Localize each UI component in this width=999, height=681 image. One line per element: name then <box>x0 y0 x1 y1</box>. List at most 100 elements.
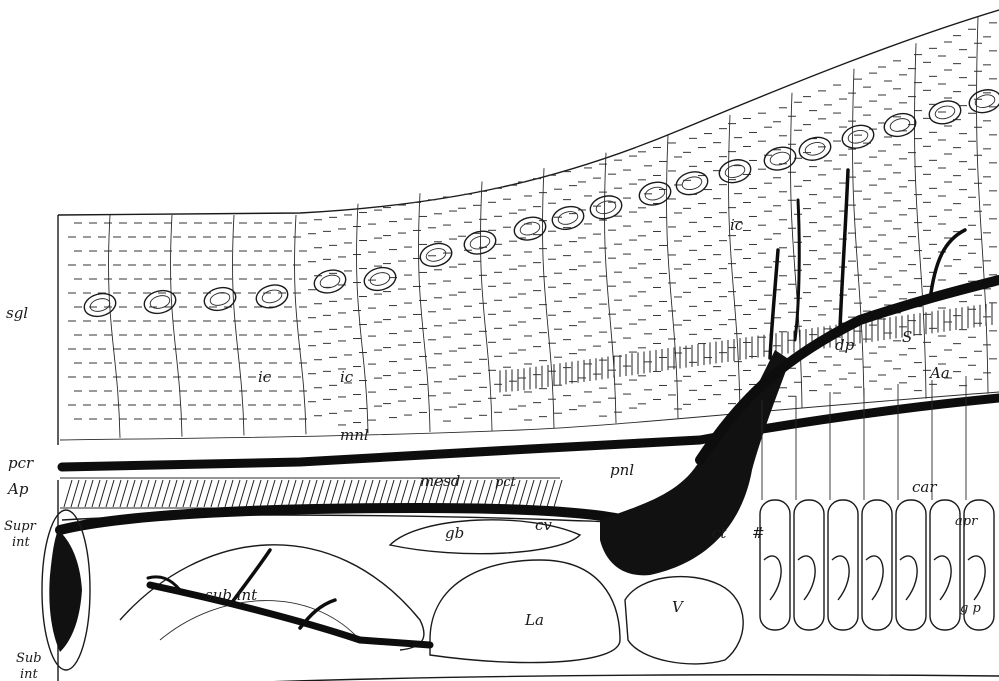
hatch-line <box>232 480 240 507</box>
hatch-line <box>106 480 114 507</box>
hatch-line <box>155 480 163 507</box>
gland-oval <box>840 122 877 152</box>
label-hash: # <box>752 524 765 542</box>
branchial-fold <box>968 556 985 600</box>
hatch-line <box>92 480 100 507</box>
hatch-line <box>85 480 93 507</box>
hatch-line <box>71 480 79 507</box>
gland-oval <box>717 156 754 186</box>
hatch-line <box>407 480 415 507</box>
hatch-line <box>372 480 380 507</box>
gland-oval-inner <box>89 297 111 314</box>
gland-oval <box>550 203 587 233</box>
gland-oval <box>362 264 399 294</box>
myoseptum-line <box>109 215 120 438</box>
gland-oval <box>588 193 625 223</box>
branchial-fold <box>832 556 849 600</box>
gland-oval-inner <box>425 247 447 264</box>
hatch-line <box>64 480 72 507</box>
hatch-line <box>183 480 191 507</box>
gland-oval-inner <box>724 163 746 180</box>
aortic-branch-1 <box>770 250 778 358</box>
hatch-line <box>204 480 212 507</box>
organ-large-fold <box>120 545 424 650</box>
gland-oval-inner <box>369 271 391 288</box>
hatch-line <box>365 480 373 507</box>
hatch-line <box>302 480 310 507</box>
muscle-striations <box>68 23 997 425</box>
hatch-line <box>148 480 156 507</box>
label-ic-left-1: ic <box>258 368 272 386</box>
hatch-line <box>309 480 317 507</box>
myoseptum-line <box>419 193 430 432</box>
branchial-fold <box>764 556 781 600</box>
hatch-line <box>134 480 142 507</box>
hatch-line <box>239 480 247 507</box>
label-int-bottom: int <box>20 667 39 681</box>
hatch-line <box>358 480 366 507</box>
myoseptum-line <box>295 215 306 434</box>
gland-oval <box>462 228 499 258</box>
label-ct: ct <box>712 524 727 542</box>
label-v: V <box>672 598 685 616</box>
label-supr: Supr <box>4 519 37 534</box>
branchial-pouch <box>862 500 892 630</box>
myoseptum-line <box>667 135 678 418</box>
hatch-line <box>120 480 128 507</box>
hatch-line <box>554 480 562 507</box>
hatch-line <box>274 480 282 507</box>
hatch-line <box>393 480 401 507</box>
organ-v-outline <box>625 577 743 664</box>
label-ap: Ap <box>6 480 29 498</box>
hatch-line <box>316 480 324 507</box>
hatch-line <box>211 480 219 507</box>
label-sub: Sub <box>16 651 42 666</box>
gland-oval-inner <box>149 294 171 311</box>
gland-oval-inner <box>769 150 791 167</box>
gland-oval-inner <box>209 291 231 308</box>
label-sub-int: sub int <box>205 586 258 604</box>
label-mesd: mesd <box>420 472 460 490</box>
subintestinal-vessel <box>150 585 430 645</box>
hatch-line <box>295 480 303 507</box>
label-car: car <box>912 478 937 496</box>
gland-oval-inner <box>804 140 826 157</box>
myoseptum-line <box>171 215 182 437</box>
hatch-line <box>267 480 275 507</box>
gut-lumen-dark <box>49 530 82 652</box>
hatch-line <box>330 480 338 507</box>
label-ic-right: ic <box>730 216 744 234</box>
hatch-line <box>197 480 205 507</box>
branchial-fold <box>798 556 815 600</box>
label-int-top: int <box>12 535 31 550</box>
gland-oval-inner <box>261 288 283 305</box>
gland-oval-inner <box>681 175 703 192</box>
gland-oval <box>312 267 349 297</box>
hatch-line <box>540 480 548 507</box>
hatch-line <box>225 480 233 507</box>
label-aa: Aa <box>928 364 950 382</box>
gland-oval-inner <box>595 199 617 216</box>
label-mnl: mnl <box>340 426 369 444</box>
hatch-line <box>386 480 394 507</box>
branchial-fold <box>934 556 951 600</box>
gland-oval <box>762 144 799 174</box>
gland-oval <box>674 168 711 198</box>
hatch-line <box>288 480 296 507</box>
myoseptum-line <box>357 204 368 433</box>
label-pct: pct <box>495 475 517 490</box>
branchial-pouch <box>828 500 858 630</box>
hatch-line <box>99 480 107 507</box>
label-pcr: pcr <box>8 454 34 472</box>
label-ic-left-2: ic <box>340 368 354 386</box>
hatch-line <box>463 480 471 507</box>
branchial-fold <box>866 556 883 600</box>
hatch-line <box>337 480 345 507</box>
hatch-line <box>470 480 478 507</box>
hatch-line <box>379 480 387 507</box>
hatch-line <box>344 480 352 507</box>
hatch-line <box>526 480 534 507</box>
hatch-line <box>547 480 555 507</box>
